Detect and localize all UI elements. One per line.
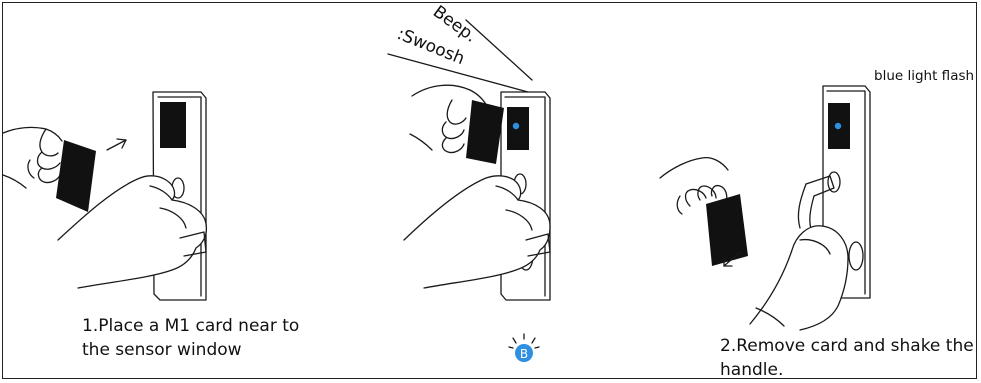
m1-card-3 xyxy=(706,194,748,266)
blue-light-flash-label: blue light flash xyxy=(874,68,975,84)
hand-with-card-1 xyxy=(2,126,96,212)
step-2-caption: 2.Remove card and shake the handle. xyxy=(720,334,974,382)
blue-led-2 xyxy=(512,122,520,130)
hand-on-handle-2 xyxy=(403,175,551,289)
m1-card-2 xyxy=(466,100,504,164)
step-1-caption-line-2: the sensor window xyxy=(82,340,242,360)
hand-with-card-2 xyxy=(409,84,504,164)
panel-3-illustration xyxy=(659,85,871,331)
panel-2-illustration: Beep. :Swoosh xyxy=(387,2,551,362)
hand-removing-card xyxy=(659,156,748,266)
motion-arrow-3 xyxy=(723,251,741,267)
step-2-caption-line-2: handle. xyxy=(720,360,784,380)
panel-1-illustration xyxy=(2,91,208,301)
diagram-frame xyxy=(2,2,977,379)
hand-shaking-handle xyxy=(749,175,849,331)
blue-flash-indicator: B xyxy=(508,333,540,362)
hand-on-handle-1 xyxy=(57,175,208,289)
blue-led-3 xyxy=(834,122,842,130)
step-2-caption-line-1: 2.Remove card and shake the xyxy=(720,336,974,356)
step-1-caption-line-1: 1.Place a M1 card near to xyxy=(82,316,300,336)
indicator-badge xyxy=(515,344,533,362)
indicator-badge-letter: B xyxy=(520,347,528,361)
sensor-window-2 xyxy=(507,107,529,150)
sensor-window-1 xyxy=(160,102,186,148)
sound-effect-wedge: Beep. :Swoosh xyxy=(387,2,533,93)
step-1-caption: 1.Place a M1 card near to the sensor win… xyxy=(82,314,299,362)
motion-arrow-1 xyxy=(106,138,127,151)
m1-card-1 xyxy=(56,140,96,212)
